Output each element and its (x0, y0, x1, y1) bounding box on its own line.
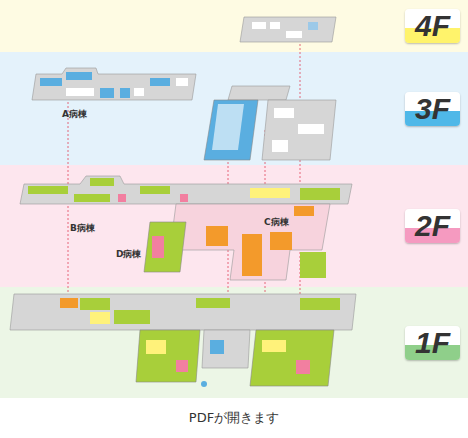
floor-label: 1F (405, 326, 460, 360)
ward-label: D病棟 (116, 248, 141, 261)
ward-label: B病棟 (70, 222, 95, 235)
floor-label: 3F (405, 92, 460, 126)
floor-label: 4F (405, 9, 460, 43)
floor-band: 1F (0, 287, 468, 398)
ward-label: C病棟 (264, 216, 289, 229)
floor-band: 3F (0, 52, 468, 165)
ward-label: A病棟 (62, 108, 87, 121)
caption: PDFが開きます (189, 409, 279, 427)
floor-label: 2F (405, 209, 460, 243)
floor-band: 4F (0, 0, 468, 52)
